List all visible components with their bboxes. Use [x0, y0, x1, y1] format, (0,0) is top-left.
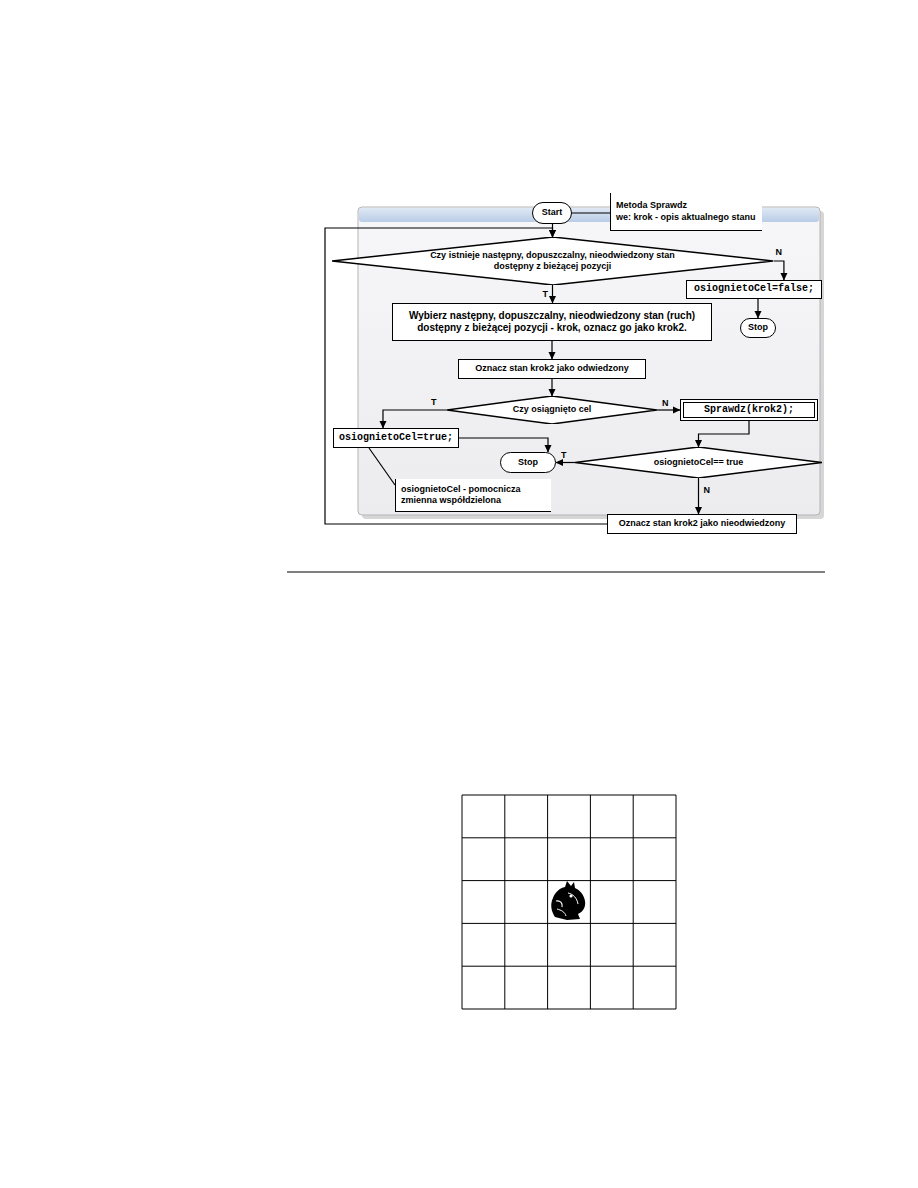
decision-diamond: osiognietoCel== true	[575, 447, 822, 478]
flow-arrow	[551, 341, 552, 359]
start-terminal: Start	[532, 202, 572, 224]
assignment-box: osiognietoCel=false;	[686, 280, 822, 299]
branch-label: T	[542, 290, 548, 299]
node-text: Czy istnieje następny, dopuszczalny, nie…	[415, 250, 689, 273]
flow-arrow	[383, 410, 447, 428]
process-box: Wybierz następny, dopuszczalny, nieodwie…	[392, 303, 712, 341]
node-text: osiognietoCel=true;	[339, 432, 453, 445]
variable-callout: osiognietoCel - pomocnicza zmienna współ…	[395, 479, 551, 512]
decision-diamond: Czy osiągnięto cel	[447, 396, 657, 424]
stop-terminal: Stop	[740, 318, 776, 338]
branch-label: N	[662, 399, 669, 408]
branch-label: T	[561, 451, 567, 460]
node-text: Stop	[748, 322, 768, 333]
stop-terminal: Stop	[500, 452, 556, 473]
flow-arrow	[459, 438, 548, 452]
branch-label: T	[431, 398, 437, 407]
flow-arrow	[698, 478, 699, 514]
chessboard	[462, 795, 676, 1009]
flow-arrow	[552, 285, 553, 303]
process-box: Oznacz stan krok2 jako nieodwiedzony	[607, 514, 797, 534]
separator-rule	[287, 572, 825, 573]
node-text: osiognietoCel - pomocnicza zmienna współ…	[401, 484, 551, 507]
flow-arrow	[699, 421, 750, 447]
node-text: Wybierz następny, dopuszczalny, nieodwie…	[393, 310, 711, 335]
node-text: Stop	[518, 457, 538, 468]
method-callout: Metoda Sprawdzwe: krok - opis aktualnego…	[610, 193, 762, 231]
assignment-box: osiognietoCel=true;	[333, 428, 459, 448]
flow-arrow	[773, 261, 783, 280]
node-text: Start	[542, 207, 563, 218]
flow-arrow	[556, 462, 575, 463]
branch-label: N	[704, 486, 711, 495]
node-text: Sprawdz(krok2);	[704, 404, 794, 417]
node-text: Czy osiągnięto cel	[513, 404, 592, 415]
node-text: Oznacz stan krok2 jako odwiedzony	[475, 363, 629, 374]
flow-arrow	[551, 379, 552, 396]
flow-arrow	[757, 299, 758, 318]
leader-line	[572, 212, 610, 213]
branch-label: N	[775, 248, 782, 257]
process-box: Oznacz stan krok2 jako odwiedzony	[458, 359, 646, 379]
node-text: osiognietoCel== true	[654, 457, 744, 468]
node-text: Oznacz stan krok2 jako nieodwiedzony	[619, 518, 786, 529]
knight-icon	[551, 881, 585, 920]
flow-arrow	[657, 409, 680, 410]
node-text: osiognietoCel=false;	[694, 283, 814, 296]
subroutine-box: Sprawdz(krok2);	[680, 399, 818, 421]
decision-diamond: Czy istnieje następny, dopuszczalny, nie…	[332, 237, 774, 285]
node-text: we: krok - opis aktualnego stanu	[616, 212, 756, 223]
node-text: Metoda Sprawdz	[616, 200, 687, 211]
leader-line	[369, 448, 395, 485]
